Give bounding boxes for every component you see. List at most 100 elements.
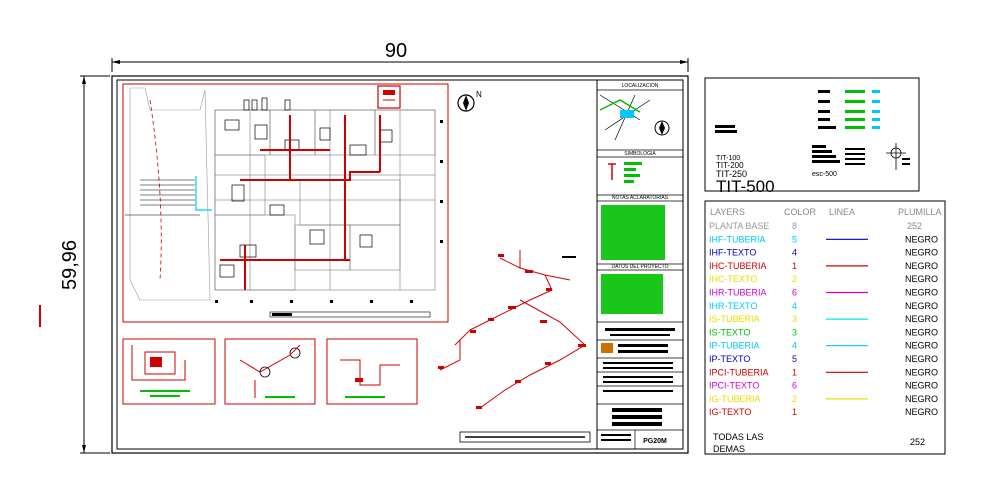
notes-text-block — [601, 205, 665, 260]
layer-name: IPCI-TUBERIA — [709, 367, 769, 377]
layer-name: IHR-TEXTO — [709, 301, 757, 311]
layer-color-number: 3 — [792, 314, 797, 324]
layer-color-number: 5 — [792, 234, 797, 244]
header-layers: LAYERS — [710, 207, 745, 217]
layer-color-number: 2 — [792, 274, 797, 284]
text-style-1: TIT-100 — [716, 155, 740, 162]
drawing-area-frame — [116, 79, 598, 450]
layer-name: PLANTA BASE — [709, 221, 769, 231]
layer-name: IS-TUBERIA — [709, 314, 760, 324]
layer-pen: 252 — [907, 221, 922, 231]
text-style-2: TIT-200 — [716, 161, 744, 170]
layer-name: IS-TEXTO — [709, 327, 750, 337]
width-dimension-text: 90 — [385, 40, 407, 62]
layer-pen: NEGRO — [905, 301, 938, 311]
project-data-block — [601, 274, 663, 314]
notas-heading: NOTAS ACLARATORIAS — [612, 195, 669, 201]
layer-pen: NEGRO — [905, 248, 938, 258]
header-color: COLOR — [784, 207, 817, 217]
detail-box-2 — [224, 338, 316, 405]
layer-name: IHC-TEXTO — [709, 274, 757, 284]
layer-pen: NEGRO — [905, 394, 938, 404]
layer-color-number: 3 — [792, 327, 797, 337]
layer-color-number: 4 — [792, 248, 797, 258]
height-dimension-text: 59,96 — [59, 240, 81, 290]
detail-box-3 — [326, 338, 418, 405]
simbologia-heading: SIMBOLOGIA — [624, 151, 656, 157]
datos-heading: DATOS DEL PROYECTO — [611, 264, 668, 270]
layer-pen: NEGRO — [905, 354, 938, 364]
scale-bar — [459, 431, 591, 443]
north-label: N — [476, 90, 482, 99]
layer-name: IP-TEXTO — [709, 354, 750, 364]
layer-color-number: 1 — [792, 261, 797, 271]
dimension-height: 59,96 — [39, 75, 110, 454]
layer-color-number: 8 — [792, 221, 797, 231]
text-style-swatches — [812, 90, 880, 165]
layer-row: IPCI-TEXTO 6 NEGRO — [709, 381, 938, 391]
isometric-piping — [439, 250, 586, 409]
text-style-3: TIT-250 — [716, 169, 747, 179]
localizacion-heading: LOCALIZACION — [622, 83, 659, 89]
layer-row: IP-TUBERIA 4 NEGRO — [709, 341, 938, 351]
logo-icon — [601, 343, 613, 353]
title-block-frame — [596, 79, 684, 450]
layer-row: IHR-TEXTO 4 NEGRO — [709, 301, 938, 311]
layer-pen: NEGRO — [905, 274, 938, 284]
dash-mark — [562, 256, 576, 258]
north-symbol-icon — [886, 143, 910, 170]
layer-name: IHF-TUBERIA — [709, 234, 766, 244]
text-style-4: TIT-500 — [716, 177, 775, 196]
layer-row: IHC-TEXTO 2 NEGRO — [709, 274, 938, 284]
layer-color-number: 6 — [792, 381, 797, 391]
layer-pen: NEGRO — [905, 341, 938, 351]
sheet-outer-frame — [111, 75, 689, 454]
layer-name: IHC-TUBERIA — [709, 261, 767, 271]
dimension-width: 90 — [111, 40, 689, 72]
isometric-labels — [438, 254, 586, 409]
layer-row: IG-TEXTO 1 NEGRO — [709, 407, 938, 417]
layer-color-number: 1 — [792, 407, 797, 417]
layer-pen: NEGRO — [905, 367, 938, 377]
symbology-legend — [608, 162, 642, 183]
layer-row: IS-TUBERIA 3 NEGRO — [709, 314, 938, 324]
sheet-code: PG20M — [643, 438, 667, 445]
scale-style-text: esc-500 — [812, 171, 837, 178]
north-arrow-icon: N — [457, 90, 482, 112]
layer-pen: NEGRO — [905, 407, 938, 417]
layer-pen: NEGRO — [905, 234, 938, 244]
layer-color-number: 4 — [792, 341, 797, 351]
layer-row: IHF-TEXTO 4 NEGRO — [709, 248, 938, 258]
layer-name: IG-TEXTO — [709, 407, 751, 417]
location-map — [599, 94, 670, 141]
layer-name: IP-TUBERIA — [709, 341, 760, 351]
layer-name: IG-TUBERIA — [709, 394, 761, 404]
floor-plan — [122, 83, 449, 323]
footer-label-2: DEMAS — [713, 444, 745, 454]
layers-table: LAYERS COLOR LINEA PLUMILLA PLANTA BASE 8… — [704, 200, 946, 455]
layer-row: IPCI-TUBERIA 1 NEGRO — [709, 367, 938, 377]
layer-row: PLANTA BASE 8 252 — [709, 221, 922, 231]
layer-color-number: 6 — [792, 288, 797, 298]
layer-row: IHC-TUBERIA 1 NEGRO — [709, 261, 938, 271]
layer-row: IG-TUBERIA 2 NEGRO — [709, 394, 938, 404]
layer-pen: NEGRO — [905, 314, 938, 324]
footer-pen: 252 — [910, 437, 925, 447]
layer-color-number: 5 — [792, 354, 797, 364]
header-plumilla: PLUMILLA — [898, 207, 942, 217]
layer-pen: NEGRO — [905, 381, 938, 391]
header-linea: LINEA — [829, 207, 855, 217]
layer-color-number: 2 — [792, 394, 797, 404]
layer-color-number: 1 — [792, 367, 797, 377]
layer-pen: NEGRO — [905, 261, 938, 271]
layer-name: IPCI-TEXTO — [709, 381, 759, 391]
layer-color-number: 4 — [792, 301, 797, 311]
layer-name: IHR-TUBERIA — [709, 288, 767, 298]
layer-name: IHF-TEXTO — [709, 248, 756, 258]
text-styles-box: TIT-100 TIT-200 TIT-250 TIT-500 esc-500 — [704, 77, 920, 196]
detail-box-1 — [122, 338, 216, 405]
